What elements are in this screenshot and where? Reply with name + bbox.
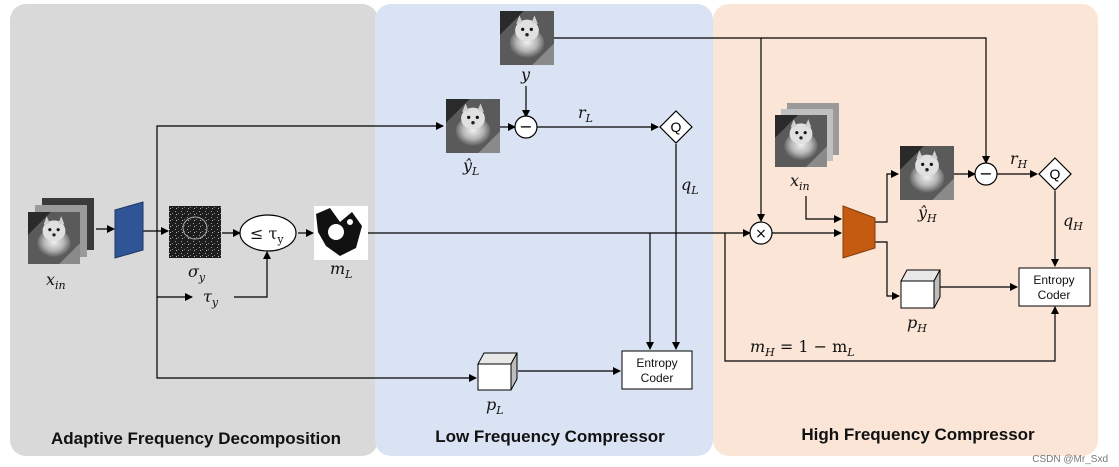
- minus-node-low: [514, 115, 538, 139]
- cube-p-l: [477, 352, 518, 391]
- panel-left-title: Adaptive Frequency Decomposition: [51, 429, 341, 448]
- input-image-stack: [28, 198, 94, 264]
- label-x-in-high: xin: [790, 171, 810, 193]
- quantizer-low: [659, 110, 693, 144]
- svg-text:Coder: Coder: [1038, 288, 1071, 302]
- watermark: CSDN @Mr_Sxd: [1032, 454, 1108, 465]
- multiply-node: [749, 221, 773, 245]
- label-m-h: mH = 1 − mL: [750, 337, 855, 359]
- panel-middle-title: Low Frequency Compressor: [435, 427, 665, 446]
- quantizer-low-symbol: Q: [671, 119, 682, 135]
- mask-image: [314, 206, 368, 260]
- entropy-coder-high: Entropy Coder: [1018, 267, 1091, 307]
- quantizer-high-symbol: Q: [1050, 166, 1061, 182]
- y-image: [500, 11, 554, 65]
- sigma-image: [169, 206, 221, 258]
- low-encoder-block: [114, 201, 144, 259]
- label-q-h: qH: [1063, 211, 1083, 233]
- connections: [96, 37, 1059, 382]
- svg-text:Entropy: Entropy: [1033, 273, 1074, 287]
- svg-text:Coder: Coder: [641, 371, 674, 385]
- label-sigma-y: σy: [188, 262, 206, 284]
- label-y-hat-h: ŷH: [917, 203, 937, 225]
- minus-symbol-high: −: [979, 164, 992, 183]
- compare-node: [239, 214, 297, 252]
- label-q-l: qL: [681, 175, 699, 197]
- label-m-l: mL: [330, 259, 352, 281]
- label-tau-y: τy: [203, 287, 219, 309]
- high-encoder-block: [842, 205, 876, 259]
- compare-label: ≤ τy: [250, 224, 284, 246]
- panel-right-title: High Frequency Compressor: [801, 425, 1035, 444]
- quantizer-high: [1038, 157, 1072, 191]
- label-r-l: rL: [578, 103, 593, 125]
- minus-symbol-low: −: [519, 117, 532, 136]
- label-r-h: rH: [1010, 149, 1028, 171]
- label-y-hat-l: ŷL: [462, 156, 479, 178]
- svg-text:Entropy: Entropy: [636, 356, 677, 370]
- label-y: y: [520, 65, 531, 84]
- cube-p-h: [900, 269, 941, 309]
- x-in-high-stack: [775, 103, 839, 167]
- y-hat-l-image: [446, 99, 500, 153]
- label-p-h: pH: [907, 313, 927, 335]
- entropy-coder-low: Entropy Coder: [621, 350, 693, 390]
- label-x-in: xin: [46, 270, 66, 292]
- label-p-l: pL: [486, 395, 504, 417]
- multiply-symbol: ×: [755, 226, 767, 242]
- y-hat-h-image: [900, 146, 954, 200]
- minus-node-high: [974, 162, 998, 186]
